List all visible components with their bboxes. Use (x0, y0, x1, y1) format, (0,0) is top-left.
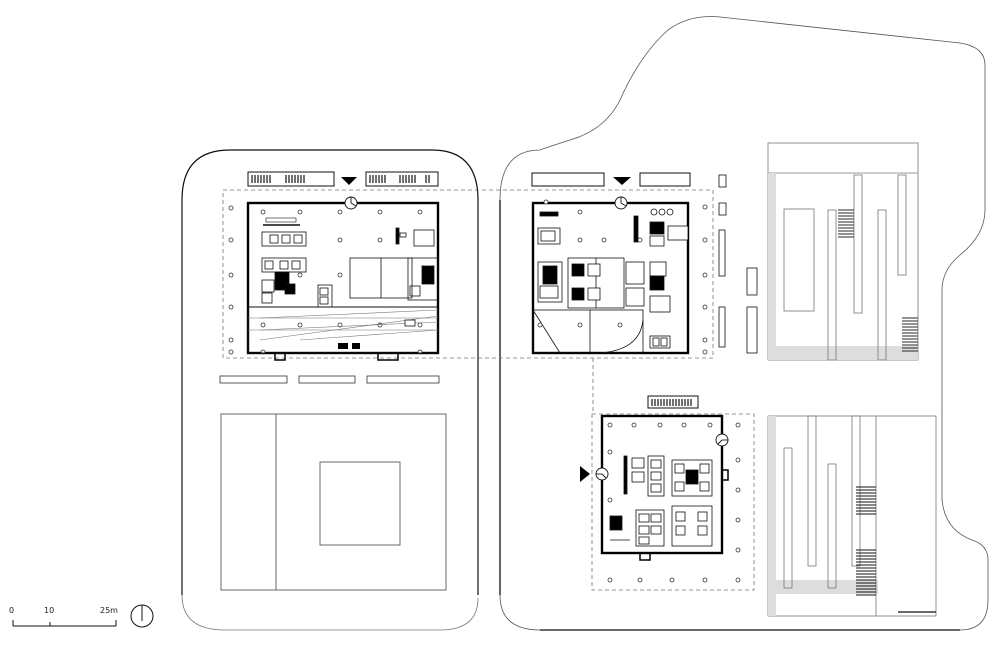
door-swing-icon (344, 196, 358, 210)
scale-label-25m: 25m (100, 606, 118, 615)
right-bottom-building (580, 395, 755, 591)
door-swing-icon (614, 196, 628, 210)
scale-bar (12, 620, 117, 627)
left-top-bar-2 (365, 171, 439, 187)
scale-label-10: 10 (44, 606, 55, 615)
site-outline-left (181, 149, 479, 631)
north-arrow-icon (130, 604, 154, 628)
entrance-triangle-icon (580, 466, 590, 482)
right-top-building (531, 172, 758, 355)
entrance-triangle-icon (341, 177, 357, 185)
far-right-upper (767, 142, 919, 361)
left-top-bar-1 (247, 171, 335, 187)
left-building (219, 171, 714, 591)
scale-label-0: 0 (9, 606, 15, 615)
entrance-triangle-icon (613, 177, 631, 185)
site-outline-right (499, 16, 989, 631)
door-swing-icon (595, 433, 729, 481)
far-right-lower (767, 415, 937, 617)
